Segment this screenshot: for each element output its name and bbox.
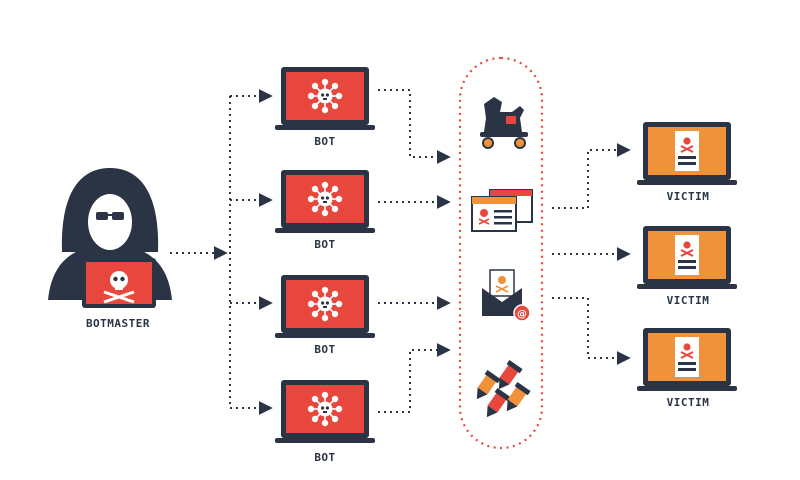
bot-laptop-4 [275, 380, 375, 443]
victim-label-3: VICTIM [667, 396, 710, 409]
botmaster-label: BOTMASTER [86, 317, 150, 330]
arrow-to-victim-1 [552, 143, 631, 209]
victim-laptop-3 [636, 327, 738, 392]
victim-laptop-1 [636, 121, 738, 186]
skull-crossbones-icon [103, 271, 135, 304]
svg-text:@: @ [517, 309, 527, 320]
victim-label-1: VICTIM [667, 190, 710, 203]
bot-laptop-1 [275, 67, 375, 130]
bot-laptop-2 [275, 170, 375, 233]
attack-methods-capsule [458, 56, 544, 450]
bot-laptop-3 [275, 275, 375, 338]
botmaster-figure [48, 168, 172, 308]
arrow-bot-1-to-trojan [378, 89, 451, 164]
bot-label-3: BOT [314, 343, 335, 356]
arrow-bot-4-to-ddos [378, 343, 451, 413]
ddos-missile-icon [476, 359, 531, 418]
arrow-to-victim-3 [552, 297, 631, 365]
bot-label-2: BOT [314, 238, 335, 251]
trojan-horse-icon [480, 97, 528, 149]
phishing-webpage-icon [471, 189, 533, 232]
bot-label-1: BOT [314, 135, 335, 148]
bot-label-4: BOT [314, 451, 335, 464]
spam-email-icon: @ [482, 269, 531, 322]
victim-laptop-2 [636, 225, 738, 290]
victim-label-2: VICTIM [667, 294, 710, 307]
